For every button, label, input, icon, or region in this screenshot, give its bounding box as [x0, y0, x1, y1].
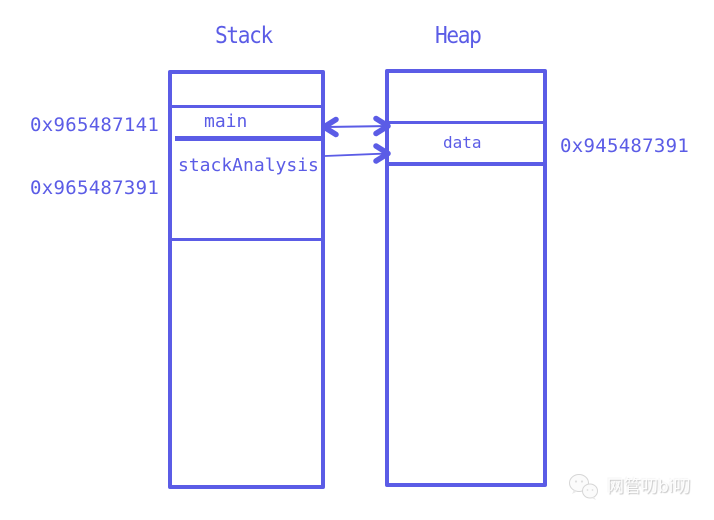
watermark-text: 网管叨bi叨: [607, 476, 691, 497]
watermark: 网管叨bi叨: [566, 472, 691, 502]
stack-address-main: 0x965487141: [30, 114, 160, 136]
stack-divider-below-main: [175, 136, 321, 141]
heap-box: [385, 69, 547, 487]
stack-address-stackanalysis: 0x965487391: [30, 177, 160, 199]
heap-divider-bottom: [389, 162, 543, 166]
heap-divider-top: [389, 121, 543, 124]
heap-title: Heap: [435, 23, 482, 49]
stack-title: Stack: [215, 23, 273, 49]
main-to-data-double-arrow: [321, 115, 391, 138]
wechat-chat-bubbles-icon: [569, 474, 598, 500]
stack-box: [168, 70, 325, 489]
stack-divider-top: [172, 105, 321, 108]
stack-divider-bottom: [172, 238, 321, 241]
heap-cell-data-label: data: [443, 133, 482, 152]
stack-frame-stackanalysis-label: stackAnalysis: [178, 155, 319, 176]
stack-frame-main-label: main: [204, 111, 248, 132]
heap-address-data: 0x945487391: [560, 135, 690, 157]
stackanalysis-to-data-arrow: [324, 143, 391, 164]
